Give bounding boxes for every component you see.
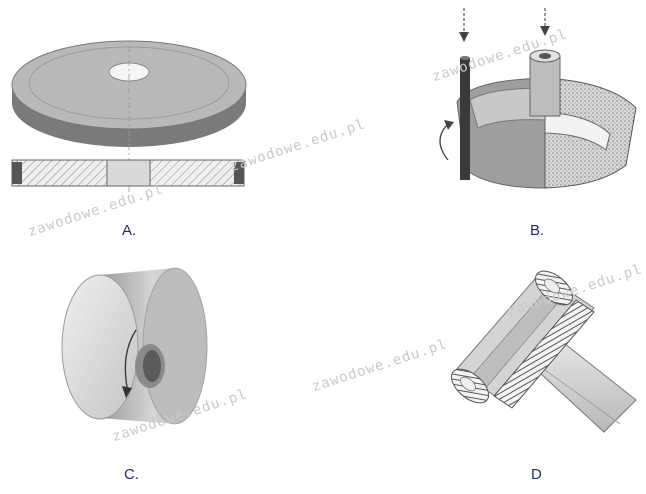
drum-c-face: [61, 274, 139, 420]
wheel-d-stripes: [493, 299, 595, 409]
arrow-b-right-head: [540, 26, 550, 36]
arrow-b-left-head: [459, 32, 469, 42]
wheel-d-end-top-core: [543, 278, 561, 294]
section-a-right-edge: [234, 162, 244, 184]
section-a-left: [11, 159, 108, 187]
rotation-b-arrow: [439, 123, 449, 161]
label-c: C.: [124, 466, 139, 483]
rotation-b-arrow-head: [444, 120, 454, 130]
figure-c-drum-wheel: [61, 267, 208, 425]
figure-b-cup-wheel: [439, 8, 637, 189]
spindle-b-top: [460, 56, 470, 60]
wheel-d-end-bottom-core: [459, 376, 477, 392]
bar-d-edge: [544, 369, 621, 425]
cup-b-hub: [529, 55, 561, 117]
label-d: D: [531, 466, 542, 483]
section-a-left-edge: [12, 162, 22, 184]
cup-b-inner-cut: [544, 111, 611, 151]
rotation-c-arrow: [124, 329, 137, 393]
spindle-b-rod: [460, 58, 470, 180]
cup-b-hub-hole: [539, 53, 551, 59]
figure-d-segmented-wheel: [450, 270, 637, 433]
rotation-c-arrow-head: [122, 386, 132, 398]
section-a-bore: [106, 159, 151, 187]
figure-a-flat-wheel: [11, 40, 247, 200]
label-b: B.: [530, 222, 545, 239]
label-a: A.: [122, 222, 137, 239]
drum-c-bore: [143, 350, 161, 382]
drum-c-back: [142, 267, 208, 425]
